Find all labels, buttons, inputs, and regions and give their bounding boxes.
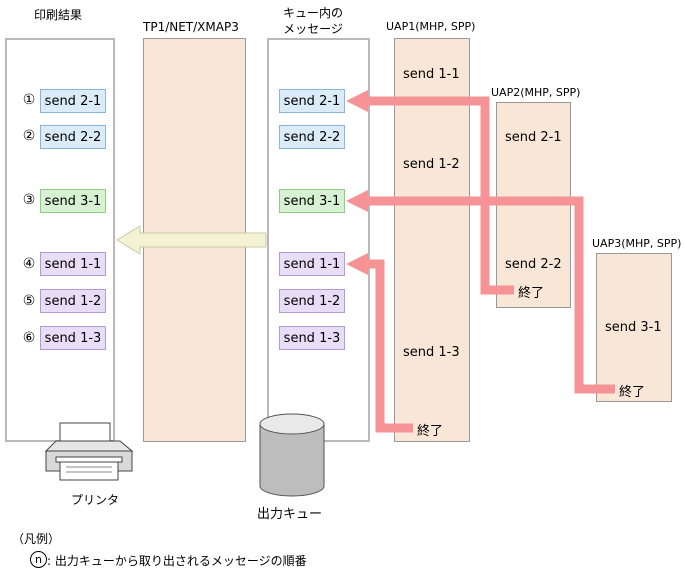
uap1-send-3: send 1-3 xyxy=(403,345,460,360)
uap3-panel xyxy=(596,253,672,402)
queue-item-4: send 1-1 xyxy=(279,252,345,276)
print-item-3: send 3-1 xyxy=(40,189,106,213)
uap3-arrow xyxy=(368,196,615,394)
uap3-end-label: 終了 xyxy=(619,385,646,400)
queue-header-line2: メッセージ xyxy=(283,22,343,36)
uap2-arrow xyxy=(368,96,514,295)
uap3-header: UAP3(MHP, SPP) xyxy=(592,237,682,250)
print-item-1: send 2-1 xyxy=(40,89,106,113)
queue-header-line1: キュー内の xyxy=(282,6,343,20)
queue-item-1: send 2-1 xyxy=(279,89,345,113)
order-number-2: ② xyxy=(22,128,36,144)
order-number-6: ⑥ xyxy=(22,330,36,346)
tp1-header: TP1/NET/XMAP3 xyxy=(143,20,239,34)
order-number-1: ① xyxy=(22,92,36,108)
queue-item-3: send 3-1 xyxy=(279,189,345,213)
printer-icon xyxy=(44,422,134,481)
output-queue-cylinder-icon xyxy=(259,413,325,497)
print-item-4: send 1-1 xyxy=(40,252,106,276)
uap1-end-label: 終了 xyxy=(417,424,444,439)
printer-label: プリンタ xyxy=(71,493,120,507)
uap3-arrowhead xyxy=(346,190,368,212)
uap1-send-2: send 1-2 xyxy=(403,157,460,172)
uap1-send-1: send 1-1 xyxy=(403,67,460,82)
order-number-3: ③ xyxy=(22,192,36,208)
uap1-arrow xyxy=(368,259,413,433)
print-result-header: 印刷結果 xyxy=(34,8,83,22)
print-item-2: send 2-2 xyxy=(40,125,106,149)
print-item-6: send 1-3 xyxy=(40,326,106,350)
legend-title: （凡例） xyxy=(12,532,61,546)
uap1-arrowhead xyxy=(346,253,368,275)
order-number-4: ④ xyxy=(22,256,36,272)
legend-text: : 出力キューから取り出されるメッセージの順番 xyxy=(47,554,307,568)
uap2-header: UAP2(MHP, SPP) xyxy=(491,86,581,99)
uap2-end-label: 終了 xyxy=(518,286,545,301)
uap2-arrowhead xyxy=(346,90,368,112)
queue-item-6: send 1-3 xyxy=(279,326,345,350)
uap2-send-1: send 2-1 xyxy=(505,130,562,145)
uap3-send-1: send 3-1 xyxy=(605,320,662,335)
order-number-5: ⑤ xyxy=(22,293,36,309)
output-queue-label: 出力キュー xyxy=(257,507,323,522)
uap2-send-2: send 2-2 xyxy=(505,257,562,272)
print-item-5: send 1-2 xyxy=(40,289,106,313)
uap1-header: UAP1(MHP, SPP) xyxy=(386,20,476,33)
legend-symbol: n xyxy=(30,551,47,568)
queue-item-2: send 2-2 xyxy=(279,125,345,149)
queue-item-5: send 1-2 xyxy=(279,289,345,313)
output-arrow xyxy=(116,225,267,255)
